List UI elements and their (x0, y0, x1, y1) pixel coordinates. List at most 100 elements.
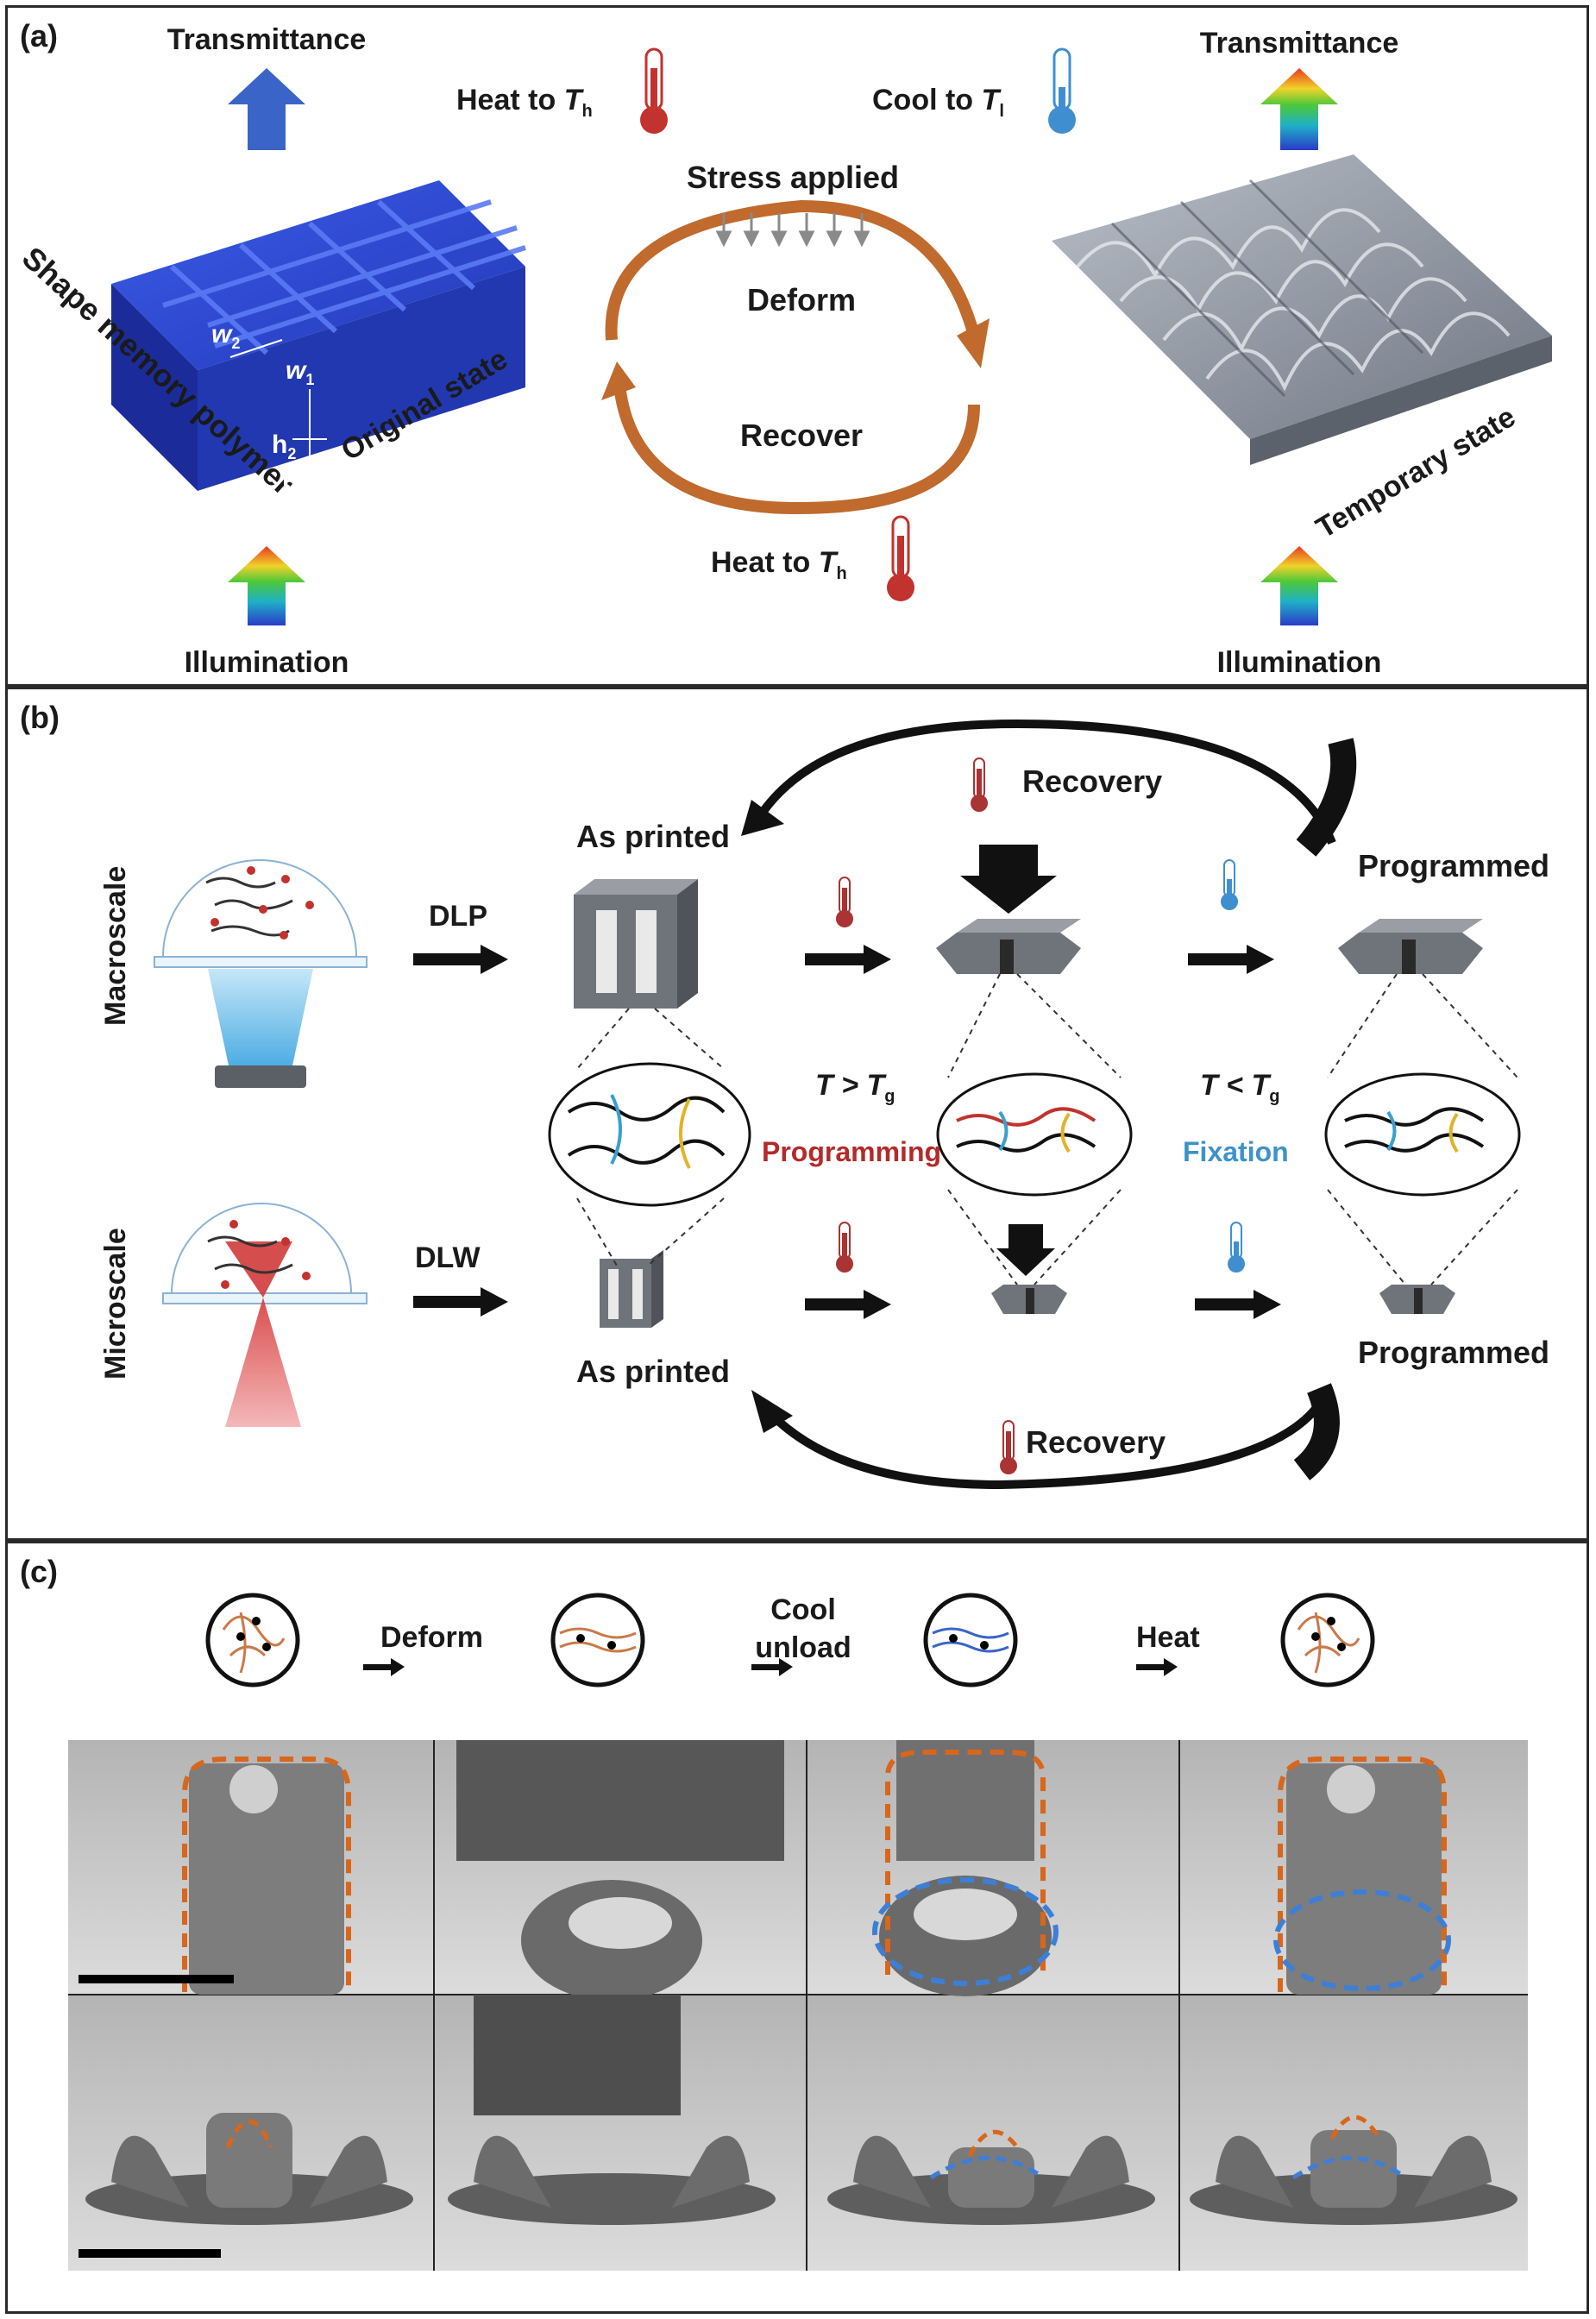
recovery-bottom-label: Recovery (1026, 1424, 1166, 1460)
smp-temporary-block (1052, 154, 1552, 465)
stress-arrows (715, 213, 870, 248)
macro-heat-arrow (805, 945, 891, 974)
deform-arrowhead (957, 318, 990, 368)
programmed-micro-block (1379, 1285, 1455, 1314)
panel-b-label: (b) (20, 700, 60, 735)
h2-sub: 2 (287, 445, 297, 462)
arrow-heat (1136, 1658, 1178, 1676)
dash-orange-r2-3 (967, 2129, 1019, 2158)
fixation-label: Fixation (1183, 1136, 1289, 1167)
panel-c-label: (c) (20, 1554, 58, 1589)
panel-b: (b) Macroscale Microscale DLP DLW As pri… (5, 687, 1589, 1541)
thermometer-red-recovery-bottom-icon (1000, 1420, 1017, 1474)
heat-top-text: Heat to (456, 84, 556, 116)
thermometer-blue-top-icon (1048, 47, 1076, 134)
dash-orange-r2-1 (225, 2119, 273, 2148)
dash-orange-4 (1278, 1757, 1447, 1992)
h1-sub: 1 (298, 483, 307, 500)
macro-cool-arrow (1188, 945, 1274, 974)
heat-c-label: Heat (1136, 1621, 1200, 1654)
as-printed-micro-block (600, 1250, 663, 1328)
panel-b-graphics (154, 719, 1521, 1490)
programmed-top-label: Programmed (1357, 848, 1550, 883)
cool-top-var: T (981, 84, 1000, 116)
chain-circle-4 (1280, 1593, 1375, 1687)
as-printed-macro-block (574, 879, 698, 1009)
macroscale-label: Macroscale (99, 865, 132, 1026)
recover-arrow (614, 390, 980, 515)
micro-heat-arrow (805, 1290, 891, 1319)
dash-orange-3 (885, 1750, 1046, 1975)
t-lt-sub: g (1269, 1086, 1280, 1106)
cool-top-text: Cool to (872, 84, 974, 116)
w1-sub: 1 (305, 371, 315, 388)
pillar-row1-col4 (1286, 1763, 1442, 1995)
t-less-tg: T < Tg (1200, 1069, 1280, 1107)
dlw-label: DLW (415, 1241, 481, 1274)
panel-a-label: (a) (20, 18, 58, 53)
transmittance-arrow-blue (228, 68, 305, 150)
scale-bar-row2 (79, 2249, 221, 2258)
pillar-row1-col2 (456, 1740, 784, 2001)
panel-c: (c) Deform Cool unload Heat (5, 1541, 1589, 2314)
arrow-deform (363, 1658, 405, 1676)
chain-circle-2 (550, 1593, 645, 1687)
recovery-top-label: Recovery (1022, 764, 1163, 799)
t-lt-text: T < T (1200, 1069, 1270, 1102)
dash-blue-4 (1273, 1889, 1451, 1991)
w1-var: w (286, 356, 306, 385)
w2-label: w2 (211, 320, 240, 353)
zoom-connectors (576, 973, 1518, 1285)
as-printed-bottom-label: As printed (575, 1354, 731, 1389)
flower-row2-col4 (1190, 2130, 1517, 2225)
pillar-row1-col1 (189, 1763, 344, 1995)
compressed-macro-block (936, 845, 1081, 974)
illumination-right-label: Illumination (1216, 646, 1382, 679)
stress-applied-label: Stress applied (686, 160, 900, 195)
sem-row2-col3 (807, 1995, 1179, 2271)
cool-to-tl-top: Cool to Tl (872, 84, 1004, 122)
programmed-macro-block (1338, 919, 1483, 974)
micro-cool-arrow (1195, 1290, 1281, 1319)
w2-var: w (211, 320, 232, 349)
illumination-left-label: Illumination (184, 646, 349, 679)
recovery-arc-bottom (763, 1386, 1332, 1490)
transmittance-arrow-right (1260, 68, 1338, 150)
sem-grid-lines (68, 1740, 1528, 2271)
recovery-arc-top (754, 719, 1336, 845)
h1-label: h1 (282, 468, 306, 501)
network-ellipse-programmed (1324, 1072, 1521, 1197)
smp-original-block (111, 180, 526, 491)
dlw-arrow (413, 1287, 508, 1317)
recover-arrowhead (601, 361, 636, 400)
dash-orange-1 (182, 1757, 351, 1992)
transmittance-right-label: Transmittance (1199, 27, 1399, 60)
pillar-row1-col3 (879, 1740, 1052, 1996)
dlp-label: DLP (429, 900, 487, 933)
dash-blue-r2-4 (1291, 2156, 1407, 2180)
scale-bar-row1 (79, 1975, 234, 1983)
dash-blue-r2-3 (929, 2156, 1045, 2180)
heat-bottom-text: Heat to (711, 546, 811, 579)
thermometer-red-recovery-top-icon (971, 757, 988, 812)
h1-var: h (282, 468, 298, 497)
macroscale-printer (154, 859, 368, 1088)
heat-top-sub: h (581, 101, 593, 121)
chain-circle-3 (923, 1593, 1018, 1687)
illumination-arrow-right (1260, 546, 1338, 625)
arrow-cool-unload (751, 1658, 793, 1676)
thermometer-red-top-icon (640, 47, 668, 134)
network-ellipse-deformed (936, 1072, 1133, 1197)
t-gt-sub: g (884, 1086, 895, 1106)
deform-label: Deform (746, 282, 857, 317)
unload-c-label: unload (755, 1631, 851, 1664)
dash-blue-3 (872, 1877, 1059, 1986)
thermometer-red-micro-icon (836, 1222, 853, 1273)
panel-a: (a) Transmittance Transmittance Heat to … (5, 5, 1589, 687)
dash-orange-r2-4 (1329, 2115, 1382, 2140)
thermometer-blue-macro-icon (1221, 859, 1238, 910)
t-greater-tg: T > Tg (815, 1069, 895, 1107)
w1-label: w1 (286, 356, 314, 389)
h2-var: h (272, 430, 288, 459)
network-ellipse-printed (548, 1062, 751, 1207)
